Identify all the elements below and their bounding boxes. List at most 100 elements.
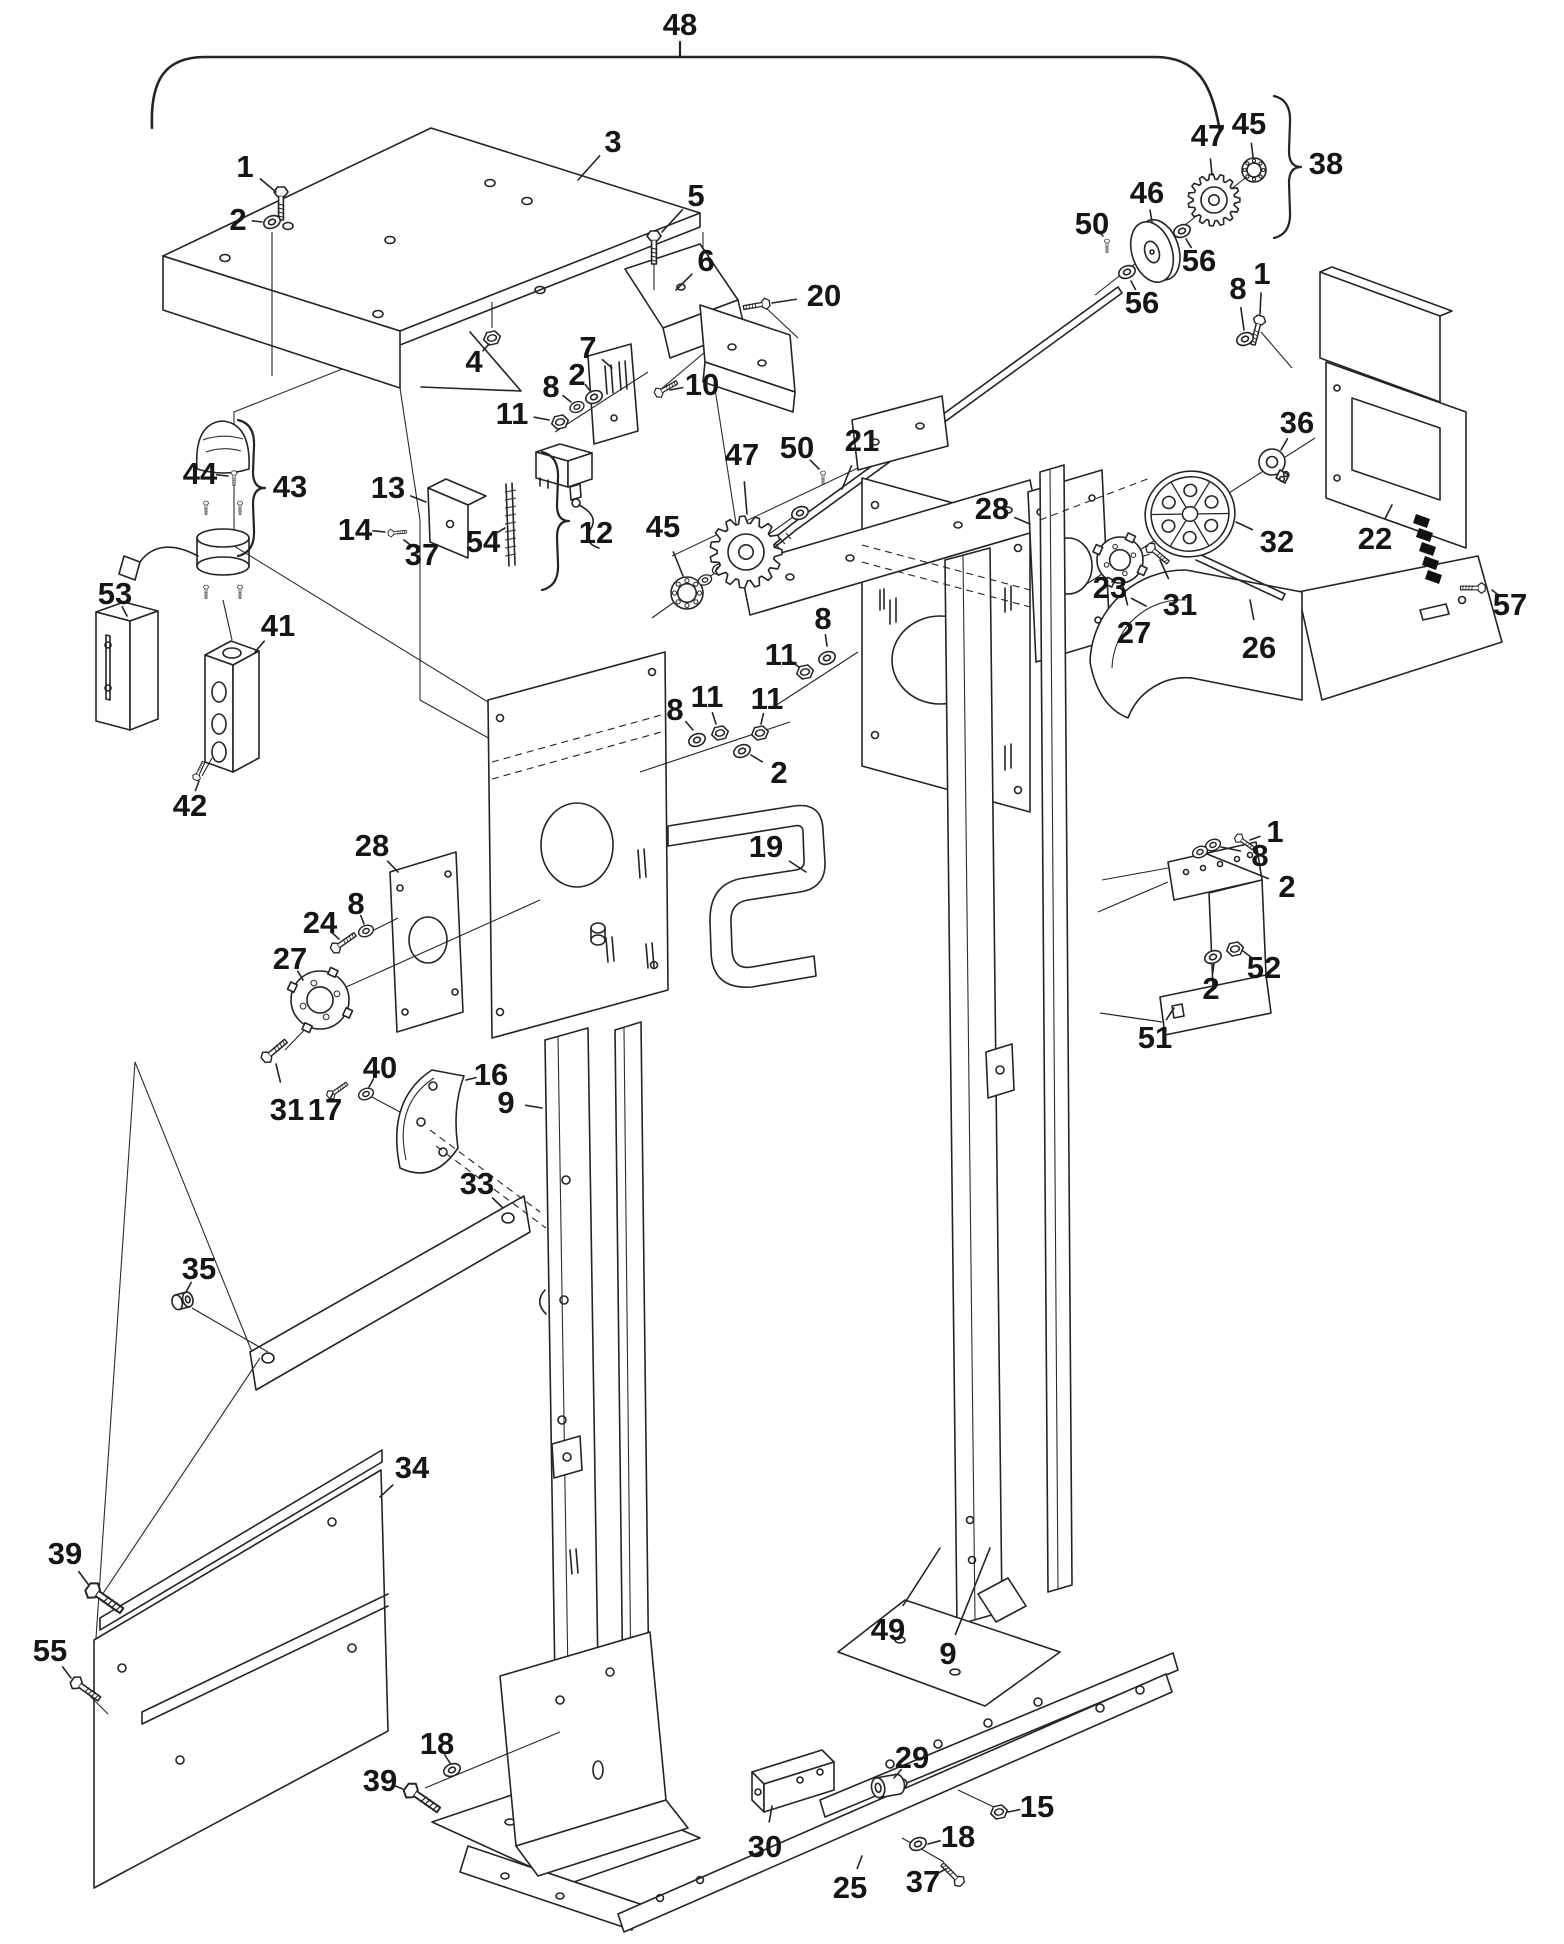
part-label-22: 22 — [1358, 521, 1392, 556]
part-label-1: 1 — [1253, 256, 1270, 291]
part-label-1: 1 — [236, 149, 253, 184]
part-label-24: 24 — [303, 905, 338, 940]
part-label-56: 56 — [1182, 243, 1216, 278]
part-label-8: 8 — [814, 601, 831, 636]
part-label-30: 30 — [748, 1829, 782, 1864]
hardware-bolt-icon — [742, 297, 771, 311]
hardware-bolt-icon — [1145, 542, 1170, 565]
sub-assembly-brace-12 — [540, 450, 571, 592]
part-label-4: 4 — [465, 344, 483, 379]
part-label-18: 18 — [941, 1819, 975, 1854]
hardware-washer-icon — [1173, 223, 1191, 239]
hardware-wheel-icon — [1144, 470, 1236, 558]
hardware-bearing-icon — [670, 576, 704, 610]
hardware-pin-icon — [1103, 238, 1111, 253]
part-z-bracket-51 — [1099, 841, 1272, 1036]
sub-assembly-brace-38 — [1272, 94, 1303, 240]
part-label-29: 29 — [895, 1740, 929, 1775]
part-label-27: 27 — [273, 941, 307, 976]
part-top-cover-plate-3 — [162, 127, 701, 392]
hardware-bolt-icon — [646, 230, 662, 265]
hardware-washer-icon — [357, 924, 375, 938]
hardware-nut-icon — [989, 1804, 1009, 1820]
hardware-hub-icon — [1092, 532, 1148, 588]
part-strap-33 — [249, 1195, 531, 1391]
part-label-11: 11 — [765, 637, 798, 672]
part-label-16: 16 — [474, 1057, 508, 1092]
hardware-bolt-icon — [69, 1676, 102, 1702]
part-label-9: 9 — [497, 1085, 514, 1120]
part-label-23: 23 — [1093, 570, 1127, 605]
part-label-8: 8 — [1251, 838, 1268, 873]
part-label-54: 54 — [466, 524, 501, 559]
part-label-44: 44 — [183, 456, 218, 491]
part-block-41 — [204, 640, 260, 773]
part-rod-26 — [1195, 553, 1286, 601]
part-label-17: 17 — [308, 1092, 342, 1127]
hardware-bolt-icon — [653, 380, 679, 398]
hardware-bolt-icon — [230, 470, 238, 487]
hardware-nut-icon — [795, 664, 815, 680]
part-label-11: 11 — [751, 681, 784, 716]
part-label-2: 2 — [770, 755, 787, 790]
part-label-52: 52 — [1247, 950, 1281, 985]
hardware-washer-icon — [818, 650, 836, 666]
part-label-8: 8 — [1229, 271, 1246, 306]
part-label-15: 15 — [1020, 1789, 1054, 1824]
part-label-49: 49 — [871, 1612, 905, 1647]
part-label-37: 37 — [405, 537, 439, 572]
hardware-bolt-icon — [387, 528, 407, 538]
hardware-bolt-icon — [236, 584, 244, 599]
hardware-washer-icon — [1236, 331, 1254, 347]
part-bracket-13 — [427, 478, 487, 559]
part-label-39: 39 — [363, 1763, 397, 1798]
sub-assembly-brace-43 — [236, 418, 267, 558]
hardware-bolt-icon — [273, 186, 289, 221]
part-label-1: 1 — [1266, 814, 1283, 849]
part-label-10: 10 — [685, 367, 719, 402]
part-label-36: 36 — [1280, 405, 1314, 440]
part-channel-bracket-22 — [1319, 266, 1467, 549]
part-label-20: 20 — [807, 278, 841, 313]
part-plate-53 — [95, 601, 159, 731]
part-label-56: 56 — [1125, 285, 1159, 320]
part-label-21: 21 — [845, 423, 879, 458]
hardware-washer-icon — [733, 743, 751, 759]
part-guide-plate-19 — [667, 804, 826, 988]
part-label-43: 43 — [273, 469, 307, 504]
part-label-33: 33 — [460, 1166, 494, 1201]
part-label-2: 2 — [568, 357, 585, 392]
hardware-pulley-icon — [1129, 218, 1181, 283]
hardware-bolt-icon — [260, 1038, 289, 1064]
part-label-47: 47 — [1191, 118, 1225, 153]
part-label-7: 7 — [579, 330, 596, 365]
hardware-washer-icon — [585, 389, 603, 405]
hardware-spacer-icon — [171, 1291, 194, 1311]
hardware-nut-icon — [750, 725, 770, 741]
part-right-column-9 — [837, 464, 1073, 1707]
hardware-washer-icon — [357, 1087, 375, 1101]
hardware-hub-icon — [286, 966, 354, 1034]
hardware-clamp-icon — [1258, 448, 1290, 484]
part-label-37: 37 — [906, 1864, 940, 1899]
part-label-50: 50 — [780, 430, 814, 465]
part-label-18: 18 — [420, 1726, 454, 1761]
hardware-bolt-icon — [202, 584, 210, 599]
part-limit-switch-12 — [535, 443, 600, 549]
hardware-pin-icon — [819, 470, 827, 485]
part-base-straps-25 — [617, 1652, 1179, 1933]
part-label-2: 2 — [229, 202, 246, 237]
hardware-bolt-icon — [236, 500, 244, 515]
part-label-40: 40 — [363, 1050, 397, 1085]
hardware-roller-icon — [870, 1773, 908, 1799]
hardware-nut-icon — [710, 725, 730, 741]
part-label-27: 27 — [1117, 615, 1151, 650]
part-label-38: 38 — [1309, 146, 1343, 181]
hardware-nut-icon — [550, 414, 570, 430]
hardware-washer-icon — [443, 1762, 461, 1778]
hardware-sprocket-icon — [1187, 173, 1241, 227]
part-label-47: 47 — [725, 437, 759, 472]
part-left-column-9 — [431, 651, 701, 1931]
part-column-top-bracket — [851, 395, 949, 471]
